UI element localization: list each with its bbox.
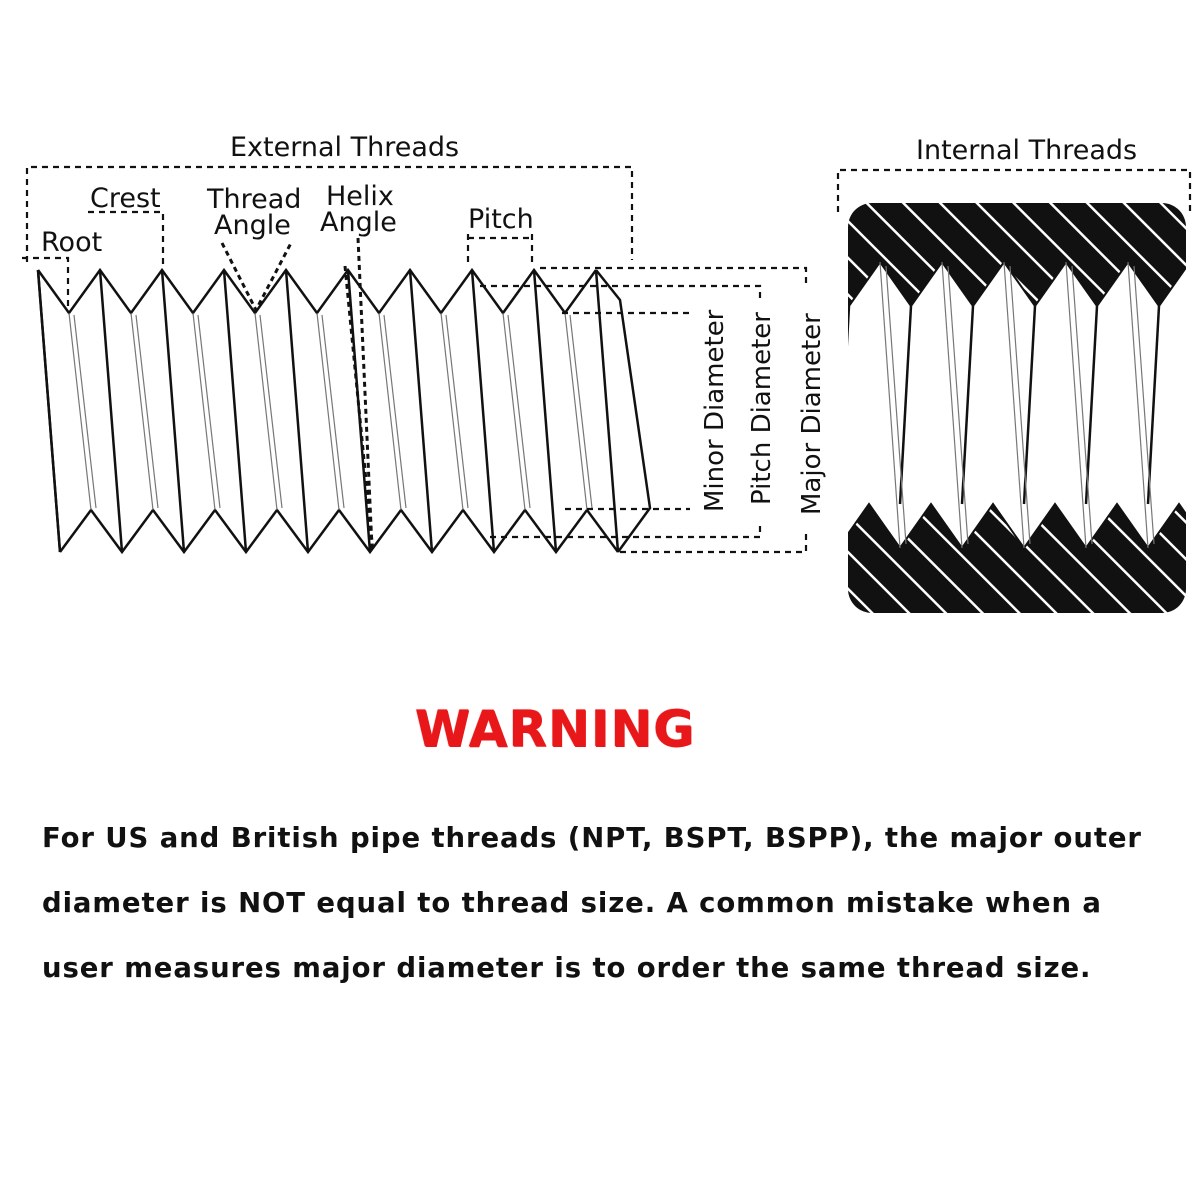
bore-root-line bbox=[941, 261, 963, 549]
root-line bbox=[569, 314, 593, 509]
crest-label: Crest bbox=[90, 183, 161, 214]
helix-angle-label-line2: Angle bbox=[320, 207, 397, 238]
bore-crest-line bbox=[960, 305, 975, 505]
nut-body-top bbox=[848, 203, 1186, 308]
bore-root-line bbox=[1133, 265, 1155, 545]
root-line bbox=[378, 312, 402, 511]
thread-angle-label-line2: Angle bbox=[214, 210, 291, 241]
bolt-right-end bbox=[595, 269, 652, 553]
pitch-diameter-label: Pitch Diameter bbox=[747, 312, 777, 505]
thread-diagram: External Threads Root Crest Thread Angle… bbox=[22, 132, 1200, 613]
root-line bbox=[502, 312, 526, 511]
thread-profile-bottom bbox=[58, 507, 620, 555]
bore-root-line bbox=[824, 266, 844, 544]
crest-line bbox=[160, 269, 186, 553]
crest-line bbox=[36, 269, 62, 553]
root-line bbox=[321, 314, 345, 509]
callout-leaders bbox=[22, 210, 808, 554]
nut-body-bottom bbox=[848, 502, 1186, 613]
internal-thread-nut bbox=[824, 203, 1200, 613]
root-line bbox=[507, 314, 531, 509]
root-line bbox=[259, 314, 283, 509]
bore-crest-line bbox=[1084, 305, 1099, 505]
thread-angle-label-line1: Thread bbox=[206, 184, 301, 215]
crest-line bbox=[470, 269, 496, 553]
internal-threads-label: Internal Threads bbox=[916, 135, 1137, 166]
root-line bbox=[197, 314, 221, 509]
crest-line bbox=[532, 269, 558, 553]
root-line bbox=[564, 312, 588, 511]
bore-root-line bbox=[947, 265, 969, 545]
bore-root-line bbox=[1003, 261, 1025, 549]
bore-crest-line bbox=[898, 305, 913, 505]
major-diameter-label: Major Diameter bbox=[797, 313, 827, 515]
bore-crest-line bbox=[1022, 305, 1037, 505]
root-line bbox=[135, 314, 159, 509]
external-thread-bolt bbox=[36, 267, 652, 555]
crest-line bbox=[594, 269, 620, 553]
warning-title: WARNING bbox=[414, 700, 696, 758]
warning-text: For US and British pipe threads (NPT, BS… bbox=[42, 822, 1142, 984]
pitch-label: Pitch bbox=[468, 204, 534, 235]
crest-line bbox=[408, 269, 434, 553]
external-threads-bracket bbox=[25, 165, 634, 262]
helix-angle-label-line1: Helix bbox=[326, 181, 394, 212]
bore-crest-line bbox=[1146, 305, 1161, 505]
external-threads-label: External Threads bbox=[230, 132, 459, 163]
bore-crest-line bbox=[848, 305, 851, 505]
bore-root-line bbox=[1009, 265, 1031, 545]
root-line bbox=[445, 314, 469, 509]
root-label: Root bbox=[41, 227, 102, 258]
root-line bbox=[316, 312, 340, 511]
bore-root-line bbox=[1190, 262, 1200, 548]
thread-profile-top bbox=[36, 267, 598, 316]
bore-root-line bbox=[885, 265, 907, 545]
crest-line bbox=[284, 269, 310, 553]
root-line bbox=[73, 314, 97, 509]
bore-root-line bbox=[1196, 266, 1200, 544]
bore-root-line bbox=[879, 261, 901, 549]
crest-line bbox=[98, 269, 124, 553]
bore-root-line bbox=[1071, 265, 1093, 545]
bore-root-line bbox=[1127, 261, 1149, 549]
crest-line bbox=[222, 269, 248, 553]
root-line bbox=[254, 312, 278, 511]
root-line bbox=[383, 314, 407, 509]
root-line bbox=[68, 312, 92, 511]
root-line bbox=[440, 312, 464, 511]
bore-root-line bbox=[1065, 261, 1087, 549]
root-line bbox=[192, 312, 216, 511]
root-line bbox=[130, 312, 154, 511]
minor-diameter-label: Minor Diameter bbox=[700, 309, 730, 512]
